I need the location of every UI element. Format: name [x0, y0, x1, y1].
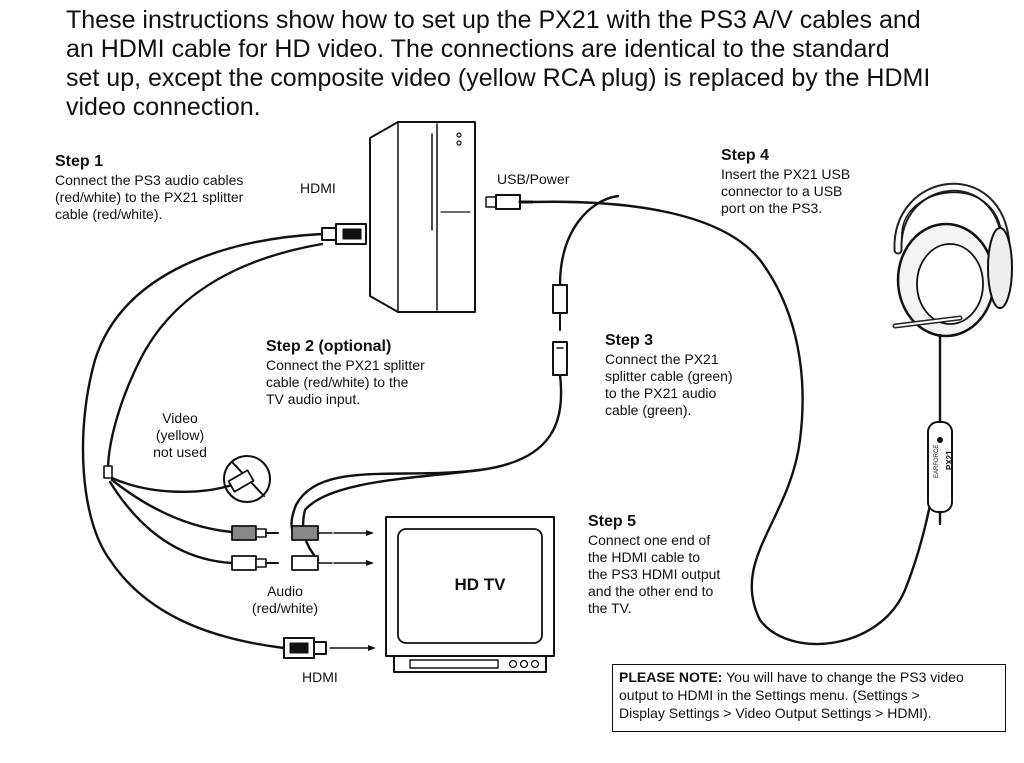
video-label-line: Video: [162, 410, 198, 426]
step3-line: cable (green).: [605, 402, 692, 418]
px21-controller: [927, 421, 953, 526]
step3-line: Connect the PX21: [605, 351, 719, 367]
hd-tv: [385, 516, 555, 673]
step2-line: Connect the PX21 splitter: [266, 357, 425, 373]
controller-brand: EARFORCE: [934, 444, 940, 478]
step4-body: Insert the PX21 USB connector to a USB p…: [721, 166, 850, 217]
audio-label-line: Audio: [267, 583, 303, 599]
av-branch-red: [110, 478, 234, 534]
video-label-line: (yellow): [155, 427, 205, 443]
step2-title: Step 2 (optional): [266, 338, 392, 355]
step1-line: cable (red/white).: [55, 206, 163, 222]
splitter-green-cable: [558, 194, 620, 287]
intro-line: an HDMI cable for HD video. The connecti…: [66, 35, 890, 63]
step1-body: Connect the PS3 audio cables (red/white)…: [55, 172, 243, 223]
step1: Step 1 Connect the PS3 audio cables (red…: [55, 152, 243, 223]
intro-line: video connection.: [66, 93, 261, 121]
step2: Step 2 (optional) Connect the PX21 split…: [266, 337, 425, 408]
step4-line: Insert the PX21 USB: [721, 166, 851, 182]
step1-line: Connect the PS3 audio cables: [55, 172, 244, 188]
ps3-console: [369, 121, 476, 313]
step2-body: Connect the PX21 splitter cable (red/whi…: [266, 357, 425, 408]
av-cable: [106, 242, 324, 472]
hdmi-plug-ps3: [321, 223, 367, 245]
rca-plug-white: [231, 555, 374, 571]
usb-power-label: USB/Power: [497, 171, 570, 187]
step4-title: Step 4: [721, 147, 770, 164]
intro-line: set up, except the composite video (yell…: [66, 64, 931, 92]
step3-line: to the PX21 audio: [605, 385, 717, 401]
rca-plug-red: [231, 525, 374, 541]
step1-title: Step 1: [55, 153, 104, 170]
hdmi-plug-tv: [283, 637, 376, 659]
step4-line: connector to a USB: [721, 183, 843, 199]
step5-line: the HDMI cable to: [588, 549, 701, 565]
note-bold: PLEASE NOTE:: [619, 669, 723, 685]
intro-text: These instructions show how to set up th…: [66, 6, 1011, 122]
usb-cable: [530, 200, 942, 646]
step4: Step 4 Insert the PX21 USB connector to …: [721, 146, 850, 217]
usb-plug: [485, 194, 534, 210]
hdmi-cable: [81, 232, 324, 650]
step1-line: (red/white) to the PX21 splitter: [55, 189, 244, 205]
step3-line: splitter cable (green): [605, 368, 733, 384]
controller-model: PX21: [945, 450, 954, 470]
av-branch-video: [110, 476, 234, 493]
step3-body: Connect the PX21 splitter cable (green) …: [605, 351, 733, 419]
step5-line: the PS3 HDMI output: [588, 566, 721, 582]
please-note-box: PLEASE NOTE: You will have to change the…: [612, 664, 1006, 732]
audio-label: Audio (red/white): [240, 583, 330, 617]
note-line1-text: You will have to change the PS3 video: [722, 669, 964, 685]
step2-line: TV audio input.: [266, 391, 361, 407]
av-branch-white: [108, 480, 234, 565]
hdmi-top-label: HDMI: [300, 180, 336, 196]
audio-label-line: (red/white): [251, 600, 319, 616]
video-plug-not-used: [223, 455, 271, 503]
step5-line: and the other end to: [588, 583, 714, 599]
step3-title: Step 3: [605, 332, 654, 349]
intro-line: These instructions show how to set up th…: [66, 6, 921, 34]
audio-cable-green: [290, 373, 563, 537]
green-plug-female: [552, 341, 568, 376]
step5-line: Connect one end of: [588, 532, 711, 548]
note-line2: output to HDMI in the Settings menu. (Se…: [619, 687, 920, 703]
note-line1: PLEASE NOTE: You will have to change the…: [619, 668, 999, 686]
hdmi-bottom-label: HDMI: [302, 669, 338, 685]
green-plug-male: [552, 284, 568, 331]
video-label: Video (yellow) not used: [140, 410, 220, 461]
headset-icon: [892, 182, 1013, 422]
step3: Step 3 Connect the PX21 splitter cable (…: [605, 331, 733, 419]
step5-body: Connect one end of the HDMI cable to the…: [588, 532, 720, 617]
step4-line: port on the PS3.: [721, 200, 823, 216]
step5-line: the TV.: [588, 600, 632, 616]
step5-title: Step 5: [588, 513, 637, 530]
step5: Step 5 Connect one end of the HDMI cable…: [588, 512, 720, 617]
tv-label: HD TV: [454, 575, 506, 594]
note-line3: Display Settings > Video Output Settings…: [619, 705, 932, 721]
video-label-line: not used: [153, 444, 207, 460]
step2-line: cable (red/white) to the: [266, 374, 409, 390]
